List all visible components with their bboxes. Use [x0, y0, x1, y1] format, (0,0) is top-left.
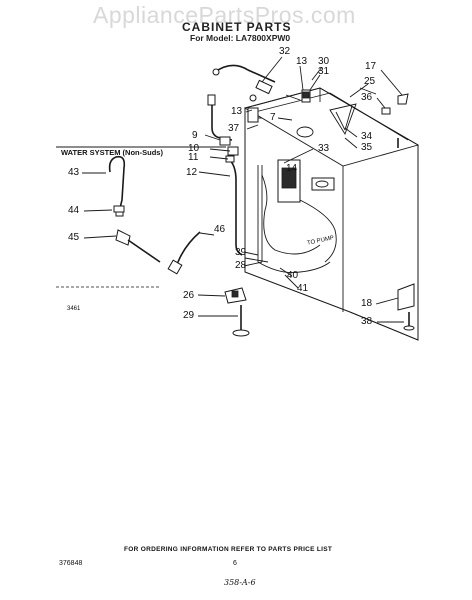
- callout-13-lower: 13: [231, 106, 243, 117]
- callout-17: 17: [365, 61, 377, 72]
- callout-29: 29: [183, 310, 195, 321]
- callout-30: 30: [318, 56, 330, 67]
- callout-7: 7: [270, 112, 276, 123]
- fill-valve-illustration: [212, 64, 311, 123]
- callout-25: 25: [364, 76, 376, 87]
- handwritten-note: 358-A-6: [224, 578, 256, 587]
- callout-36: 36: [361, 92, 373, 103]
- model-label: For Model: LA7800XPW0: [190, 33, 291, 43]
- callout-9: 9: [192, 130, 198, 141]
- callout-28: 28: [235, 260, 247, 271]
- inlet-pipe-illustration: [207, 94, 239, 163]
- callout-45: 45: [68, 232, 80, 243]
- callout-46: 46: [214, 224, 226, 235]
- diagram-title: CABINET PARTS: [182, 20, 292, 34]
- callout-13-upper: 13: [296, 56, 308, 67]
- callout-41: 41: [297, 283, 309, 294]
- drain-hose-illustration: [167, 231, 269, 275]
- document-code: 376848: [59, 560, 83, 567]
- water-system-label: WATER SYSTEM (Non-Suds): [61, 148, 163, 157]
- callout-34: 34: [361, 131, 373, 142]
- cabinet-illustration: [227, 87, 420, 341]
- callout-31: 31: [318, 66, 330, 77]
- callout-39: 39: [235, 247, 247, 258]
- callout-11: 11: [188, 152, 199, 163]
- callout-44: 44: [68, 205, 80, 216]
- callout-43: 43: [68, 167, 80, 178]
- page-number: 6: [233, 560, 237, 567]
- left-code: 3461: [67, 306, 81, 312]
- callout-12: 12: [186, 167, 198, 178]
- callout-10: 10: [188, 143, 200, 154]
- clip-illustration: [359, 87, 409, 115]
- callout-32: 32: [279, 46, 291, 57]
- callout-33: 33: [318, 143, 330, 154]
- leader-lines: [82, 56, 404, 323]
- watermark: AppliancePartsPros.com: [93, 2, 356, 28]
- callout-35: 35: [361, 142, 373, 153]
- callout-38: 38: [361, 316, 373, 327]
- callout-14: 14: [286, 163, 298, 174]
- water-system-inset: [56, 146, 226, 288]
- lower-parts-illustration: [224, 283, 415, 337]
- callout-18: 18: [361, 298, 373, 309]
- footer-note: FOR ORDERING INFORMATION REFER TO PARTS …: [124, 546, 333, 553]
- callout-26: 26: [183, 290, 195, 301]
- callout-37: 37: [228, 123, 240, 134]
- callout-40: 40: [287, 270, 299, 281]
